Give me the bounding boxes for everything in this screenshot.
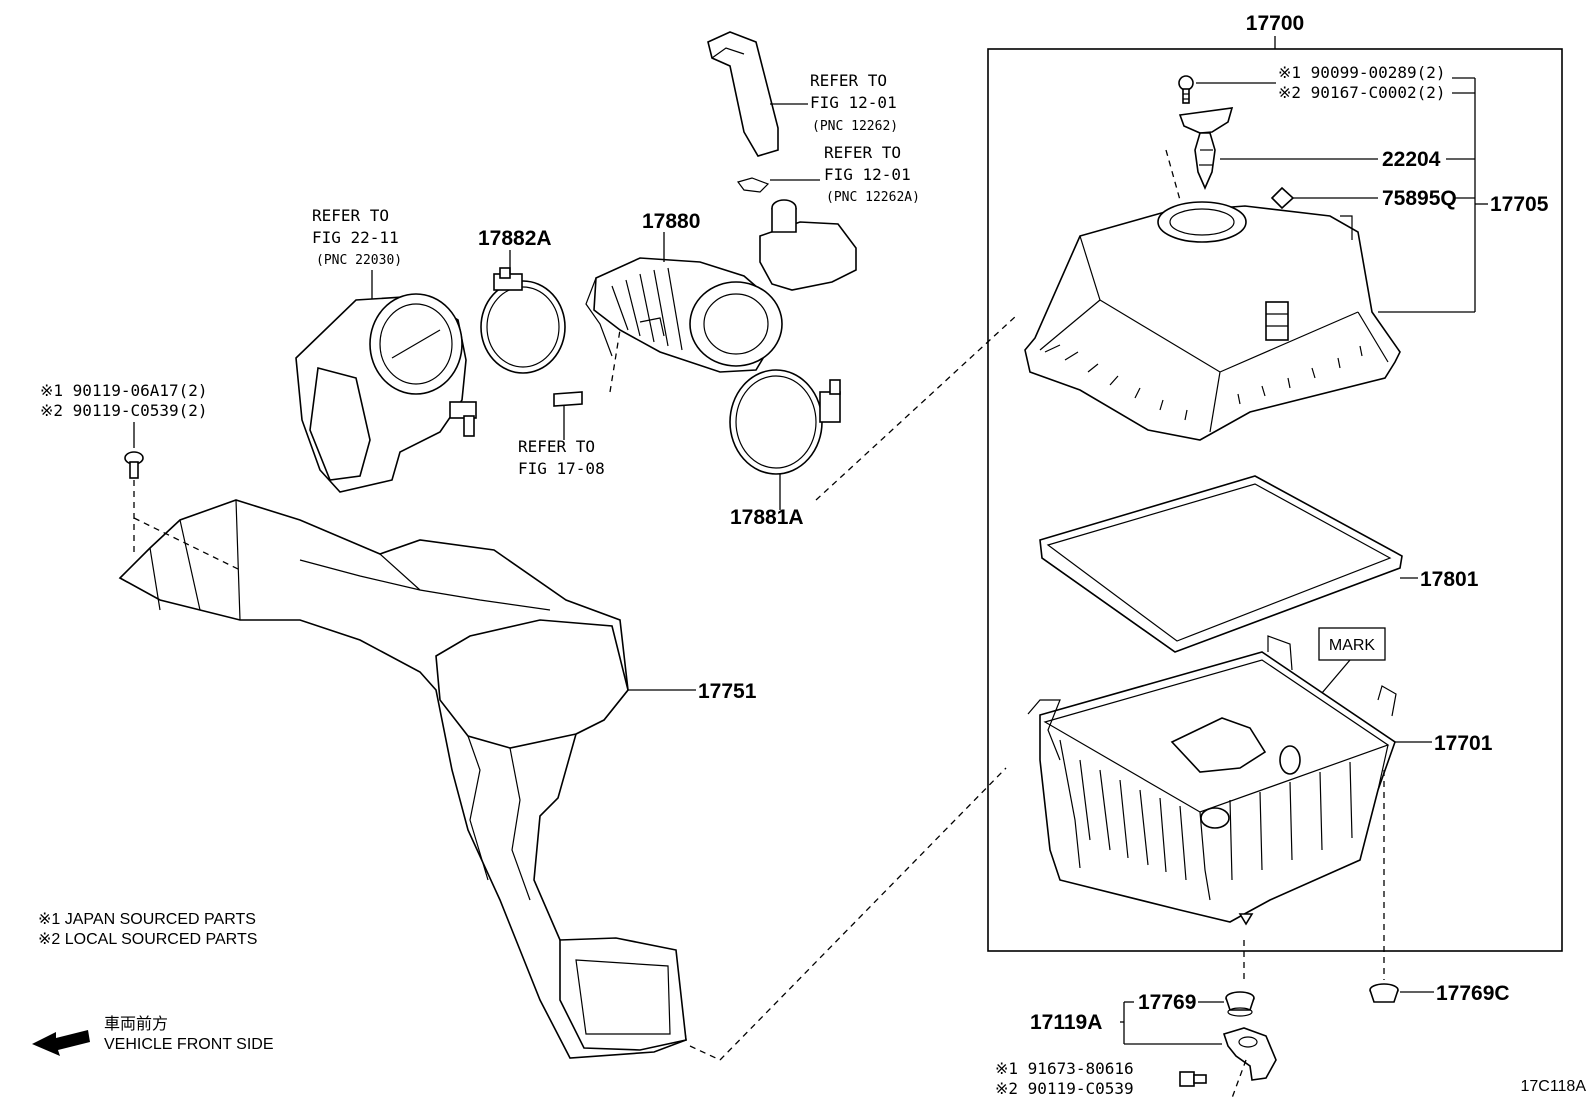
intake-hose-resonator bbox=[585, 199, 857, 373]
hose-clamp-b-icon bbox=[729, 369, 841, 475]
ref-fig1201-a-line1: REFER TO bbox=[810, 71, 887, 90]
hose-icon bbox=[707, 31, 779, 157]
grommet-c-icon bbox=[1369, 983, 1399, 1003]
ref-fig1201-b-line2: FIG 12-01 bbox=[824, 165, 911, 184]
fastener-top-local: ※2 90167-C0002(2) bbox=[1278, 83, 1446, 102]
part-17801-label: 17801 bbox=[1420, 568, 1479, 591]
fastener-top-japan: ※1 90099-00289(2) bbox=[1278, 63, 1446, 82]
bolt-left-icon bbox=[124, 451, 144, 479]
legend-japan: ※1 JAPAN SOURCED PARTS bbox=[38, 911, 256, 928]
ref-fig2211-line1: REFER TO bbox=[312, 206, 389, 225]
ref-fig1708-line1: REFER TO bbox=[518, 437, 595, 456]
part-17769c-label: 17769C bbox=[1436, 982, 1510, 1005]
hose-clamp-icon bbox=[480, 267, 566, 374]
part-17701-label: 17701 bbox=[1434, 732, 1493, 755]
part-17751-label: 17751 bbox=[698, 680, 757, 703]
air-filter-element bbox=[1039, 475, 1403, 653]
part-17880-label: 17880 bbox=[642, 210, 700, 233]
part-17882a-label: 17882A bbox=[478, 227, 552, 250]
air-cleaner-case bbox=[1027, 635, 1397, 926]
bolt-icon bbox=[1179, 1071, 1207, 1087]
part-22204-label: 22204 bbox=[1382, 148, 1441, 171]
ref-fig1201-b-line3: (PNC 12262A) bbox=[826, 190, 920, 205]
fastener-left-local: ※2 90119-C0539(2) bbox=[40, 401, 208, 420]
ref-fig1201-a-line3: (PNC 12262) bbox=[812, 119, 898, 134]
ref-fig1201-b-line1: REFER TO bbox=[824, 143, 901, 162]
ref-fig2211-line2: FIG 22-11 bbox=[312, 228, 399, 247]
clip-icon bbox=[736, 177, 770, 193]
airflow-sensor-icon bbox=[1178, 107, 1234, 190]
fastener-left-japan: ※1 90119-06A17(2) bbox=[40, 381, 208, 400]
screw-icon bbox=[1178, 75, 1194, 104]
ref-fig2211-line3: (PNC 22030) bbox=[316, 253, 402, 268]
air-cleaner-cap bbox=[1024, 201, 1401, 441]
intake-duct bbox=[118, 499, 687, 1059]
ref-fig1708-line2: FIG 17-08 bbox=[518, 459, 605, 478]
part-75895q-label: 75895Q bbox=[1382, 187, 1457, 210]
pipe-icon bbox=[553, 391, 583, 407]
assembly-number: 17700 bbox=[1246, 12, 1304, 35]
grommet-icon bbox=[1225, 991, 1255, 1017]
part-17769-label: 17769 bbox=[1138, 991, 1196, 1014]
fastener-bottom-japan: ※1 91673-80616 bbox=[995, 1059, 1134, 1078]
ref-fig1201-a-line2: FIG 12-01 bbox=[810, 93, 897, 112]
mark-label-box bbox=[1318, 627, 1386, 661]
bracket-icon bbox=[1222, 1027, 1277, 1081]
figure-code: 17C118A bbox=[1520, 1078, 1586, 1095]
mark-label: MARK bbox=[1329, 637, 1376, 654]
label-plate-icon bbox=[1270, 186, 1295, 210]
part-17705-label: 17705 bbox=[1490, 193, 1549, 216]
part-17119a-label: 17119A bbox=[1030, 1011, 1102, 1034]
front-arrow-icon bbox=[32, 1030, 90, 1056]
direction-english: VEHICLE FRONT SIDE bbox=[104, 1036, 274, 1053]
fastener-bottom-local: ※2 90119-C0539 bbox=[995, 1079, 1134, 1098]
direction-japanese: 車両前方 bbox=[104, 1015, 168, 1033]
legend-local: ※2 LOCAL SOURCED PARTS bbox=[38, 931, 257, 948]
part-17881a-label: 17881A bbox=[730, 506, 804, 529]
throttle-body-icon bbox=[295, 293, 477, 493]
